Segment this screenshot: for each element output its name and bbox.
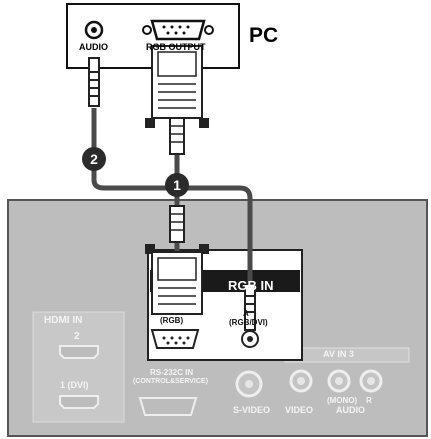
rgb-in-label: RGB IN xyxy=(228,278,274,293)
pc-rgb-output-label: RGB OUTPUT xyxy=(146,42,206,52)
hdmi-in-label: HDMI IN xyxy=(44,315,83,326)
rgb-plug-pc xyxy=(151,45,203,119)
svideo-label: S-VIDEO xyxy=(233,405,271,415)
rgb-in-sub-label: (RGB) xyxy=(160,316,184,325)
r-label: R xyxy=(366,396,372,405)
hdmi-port-2-label: 2 xyxy=(74,331,80,342)
hdmi-port-2 xyxy=(59,345,99,359)
audio-in-sub-label: (RGB/DVI) xyxy=(229,318,268,327)
hdmi-port-1-label: 1 (DVI) xyxy=(60,380,89,390)
pc-title: PC xyxy=(249,24,279,47)
rs232-port xyxy=(138,397,198,416)
pc-rgb-output-port xyxy=(150,19,206,41)
audio-cable-badge: 2 xyxy=(82,147,106,171)
hdmi-port-1 xyxy=(59,395,99,409)
av-in-label: AV IN 3 xyxy=(323,349,354,359)
rs232-label: RS-232C IN xyxy=(150,368,194,377)
audio-in-label: A xyxy=(243,309,249,318)
mono-label: (MONO) xyxy=(327,396,358,405)
rgb-in-port xyxy=(150,329,200,349)
video-label: VIDEO xyxy=(285,405,314,415)
audio-label: AUDIO xyxy=(336,405,365,415)
audio-plug-pc xyxy=(88,57,100,107)
rs232-sub-label: (CONTROL&SERVICE) xyxy=(133,378,208,385)
pc-audio-label: AUDIO xyxy=(79,42,108,52)
rgb-cable-badge: 1 xyxy=(165,173,189,197)
audio-plug-tv xyxy=(244,283,256,331)
